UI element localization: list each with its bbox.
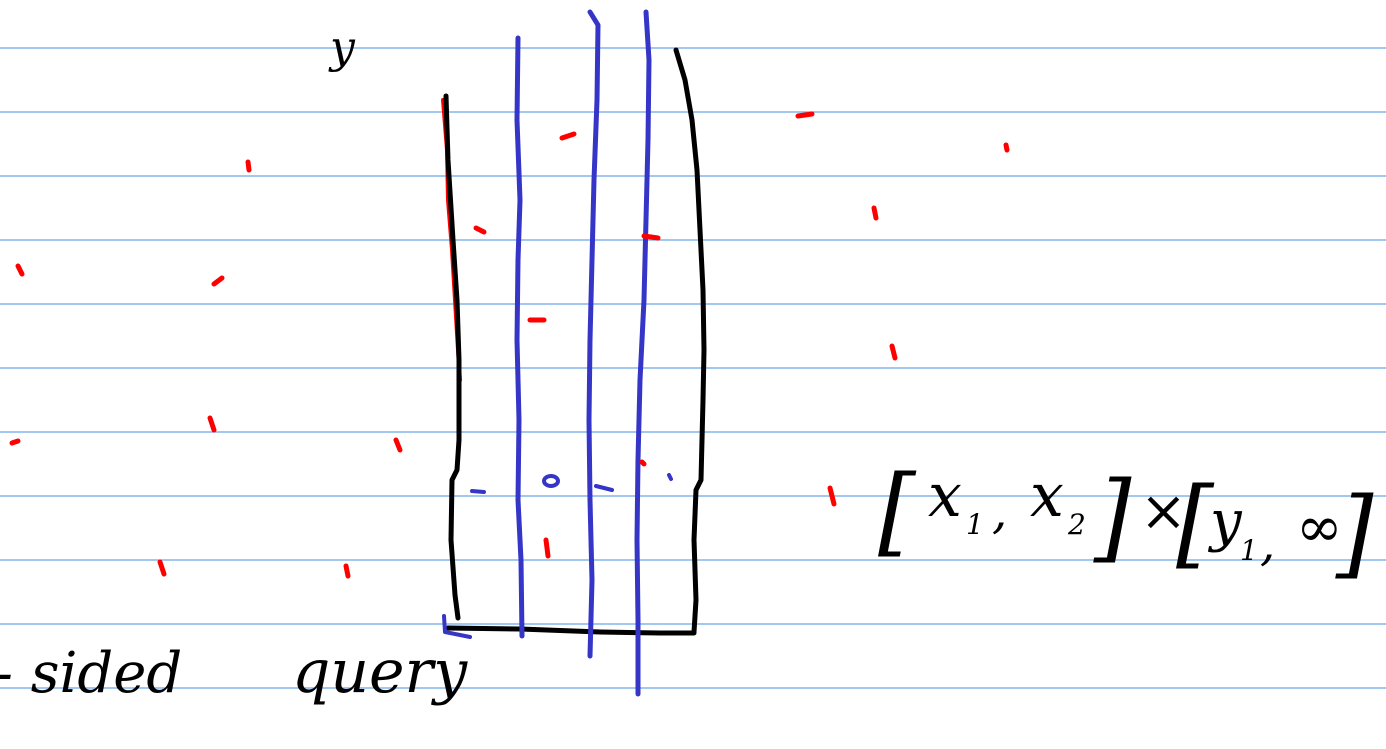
query-box-right-edge	[673, 47, 707, 635]
formula-y1-subscript: 1	[1240, 534, 1258, 567]
formula-open-bracket-2: [	[1176, 467, 1215, 579]
red-point	[871, 205, 879, 221]
blue-mark	[594, 484, 614, 492]
red-point	[473, 225, 487, 235]
query-box-left-edge	[443, 93, 462, 621]
red-point	[1003, 142, 1010, 153]
red-point	[9, 438, 21, 446]
red-point	[543, 537, 551, 559]
blue-point-marks	[470, 473, 673, 494]
red-point	[639, 459, 647, 467]
blue-mark	[470, 489, 486, 494]
red-point	[207, 415, 217, 433]
blue-mark	[667, 473, 673, 481]
formula-open-bracket-1: [	[878, 455, 917, 567]
formula-x1-variable: x	[928, 461, 962, 531]
formula-close-bracket-2: ]	[1335, 477, 1374, 589]
formula-comma-2: ,	[1260, 516, 1275, 572]
red-point	[211, 275, 225, 287]
red-point	[641, 233, 661, 241]
range-formula: [ x 1 , x 2 ] × [ y 1 , ∞ ]	[878, 455, 1374, 589]
formula-times: ×	[1140, 479, 1187, 544]
query-box-bottom-edge	[445, 625, 697, 636]
red-points	[9, 111, 1010, 579]
red-point	[15, 263, 25, 277]
formula-y1-variable: y	[1207, 489, 1243, 554]
axis-label-y: y	[328, 22, 356, 73]
red-point	[157, 559, 167, 577]
caption-query: query	[292, 637, 468, 707]
formula-close-bracket-1: ]	[1093, 461, 1132, 573]
blue-mark	[542, 474, 560, 488]
red-point	[559, 131, 577, 141]
formula-x2-subscript: 2	[1067, 508, 1086, 541]
caption-sided: - sided	[0, 641, 182, 706]
red-point	[889, 343, 898, 361]
red-point	[795, 111, 815, 119]
slab-line-3	[634, 9, 652, 697]
slab-line-2	[586, 9, 601, 659]
query-box-corner-mark	[442, 614, 472, 639]
red-point	[343, 563, 351, 579]
slab-line-1	[514, 35, 525, 639]
red-point	[827, 485, 837, 507]
formula-x1-subscript: 1	[966, 508, 984, 541]
formula-comma-1: ,	[992, 484, 1007, 540]
red-point	[393, 437, 403, 453]
formula-infinity: ∞	[1296, 495, 1343, 560]
formula-x2-variable: x	[1030, 461, 1064, 531]
red-point	[245, 159, 252, 173]
